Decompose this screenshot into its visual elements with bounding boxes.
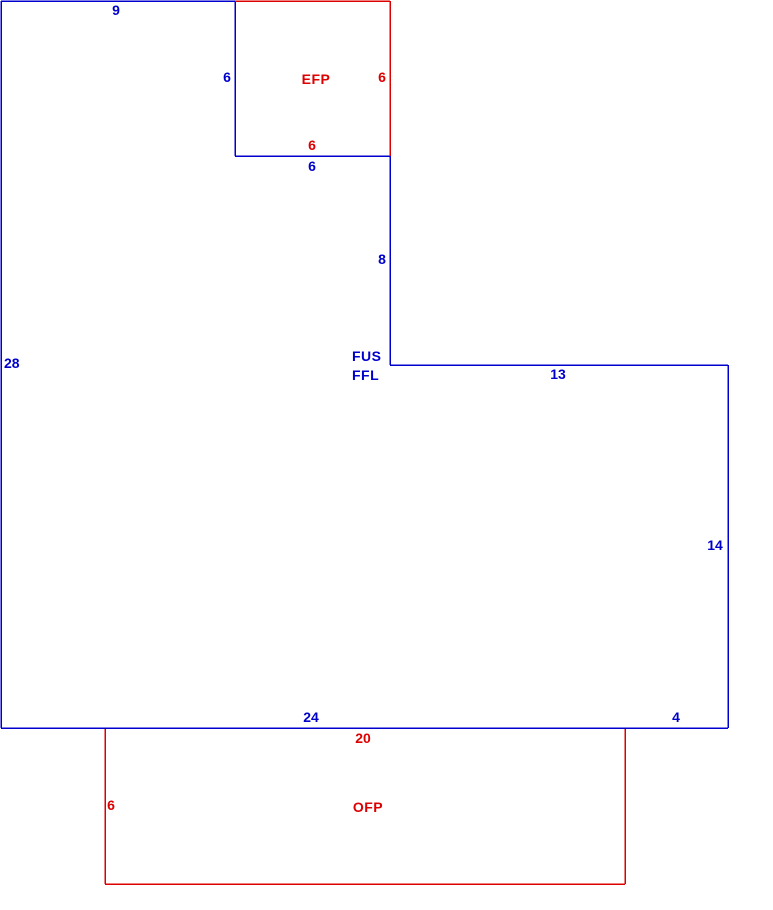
dim-living-top: 9 (112, 2, 120, 18)
efp-area (235, 0, 391, 156)
dim-efp-right: 6 (378, 69, 386, 85)
ofp-area (104, 729, 626, 885)
dim-notch-left: 6 (223, 69, 231, 85)
efp-code-label: EFP (302, 71, 331, 87)
dim-bottom-main: 24 (303, 709, 319, 725)
dim-wing-top: 13 (550, 366, 566, 382)
dim-living-left: 28 (4, 355, 20, 371)
living-area (0, 0, 729, 729)
living-code-fus: FUS (352, 348, 382, 364)
dim-living-right: 14 (707, 537, 723, 553)
dim-notch-bottom: 6 (308, 158, 316, 174)
living-code-ffl: FFL (352, 367, 379, 383)
ofp-code-label: OFP (353, 799, 383, 815)
dim-bottom-right: 4 (672, 709, 680, 725)
dim-inner-vertical: 8 (378, 251, 386, 267)
dim-efp-bottom: 6 (308, 137, 316, 153)
dim-ofp-left: 6 (107, 797, 115, 813)
dim-ofp-top: 20 (355, 730, 371, 746)
